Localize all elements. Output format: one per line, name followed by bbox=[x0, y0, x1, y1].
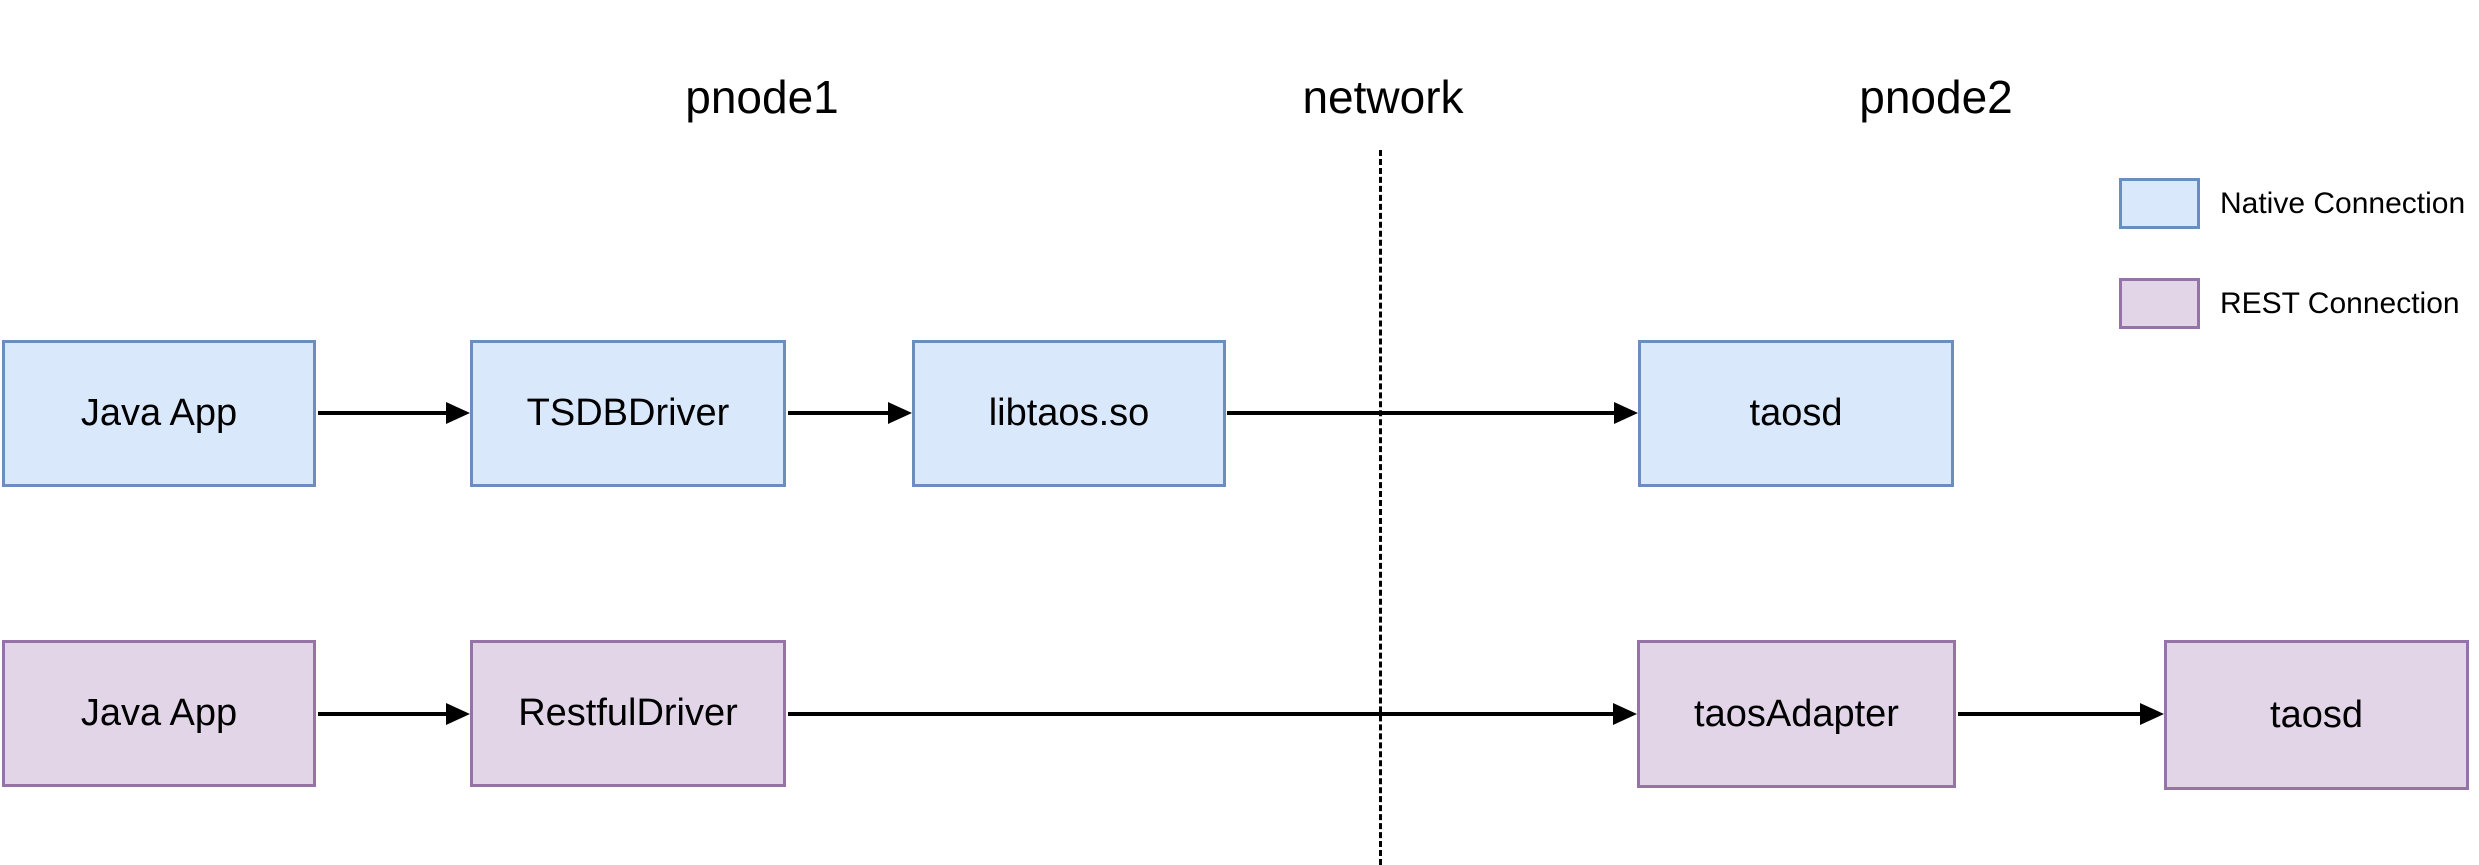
node-libtaos-so: libtaos.so bbox=[912, 340, 1226, 487]
node-java-app-rest: Java App bbox=[2, 640, 316, 787]
node-taosadapter: taosAdapter bbox=[1637, 640, 1956, 788]
node-label: Java App bbox=[80, 692, 238, 734]
arrow-shaft bbox=[788, 411, 888, 415]
zone-label-network: network bbox=[1302, 71, 1464, 123]
node-label: taosd bbox=[2270, 693, 2363, 736]
node-label: RestfulDriver bbox=[518, 692, 738, 734]
node-taosd-rest: taosd bbox=[2164, 640, 2469, 790]
arrow-shaft bbox=[1958, 712, 2140, 716]
arrow-javaapp-to-tsdbdriver bbox=[318, 400, 470, 426]
network-divider-dashed-line bbox=[1379, 150, 1382, 865]
arrow-tsdbdriver-to-libtaos bbox=[788, 400, 912, 426]
legend-label-native: Native Connection bbox=[2220, 186, 2466, 220]
legend-swatch-native bbox=[2119, 178, 2200, 229]
legend-item-native-connection: Native Connection bbox=[2119, 178, 2465, 229]
zone-label-pnode2: pnode2 bbox=[1859, 71, 2013, 123]
node-restfuldriver: RestfulDriver bbox=[470, 640, 786, 787]
legend-label-rest: REST Connection bbox=[2220, 286, 2460, 320]
node-tsdbdriver: TSDBDriver bbox=[470, 340, 786, 487]
arrow-shaft bbox=[788, 712, 1613, 716]
arrow-taosadapter-to-taosd bbox=[1958, 701, 2164, 727]
arrowhead-icon bbox=[888, 402, 912, 424]
arrowhead-icon bbox=[1614, 402, 1638, 424]
arrow-javaapp-to-restfuldriver bbox=[318, 701, 470, 727]
arrow-shaft bbox=[1227, 411, 1614, 415]
node-label: TSDBDriver bbox=[526, 392, 730, 434]
legend-swatch-rest bbox=[2119, 278, 2200, 329]
node-taosd-native: taosd bbox=[1638, 340, 1954, 487]
node-java-app-native: Java App bbox=[2, 340, 316, 487]
arrow-libtaos-to-taosd bbox=[1227, 400, 1638, 426]
arrow-restfuldriver-to-taosadapter bbox=[788, 701, 1637, 727]
node-label: libtaos.so bbox=[988, 392, 1150, 434]
arrowhead-icon bbox=[1613, 703, 1637, 725]
zone-label-pnode1: pnode1 bbox=[685, 71, 839, 123]
arrowhead-icon bbox=[446, 402, 470, 424]
arrow-shaft bbox=[318, 411, 446, 415]
arrowhead-icon bbox=[446, 703, 470, 725]
node-label: taosAdapter bbox=[1694, 692, 1899, 735]
node-label: taosd bbox=[1749, 392, 1843, 434]
node-label: Java App bbox=[80, 392, 238, 434]
arrowhead-icon bbox=[2140, 703, 2164, 725]
legend-item-rest-connection: REST Connection bbox=[2119, 278, 2460, 329]
arrow-shaft bbox=[318, 712, 446, 716]
